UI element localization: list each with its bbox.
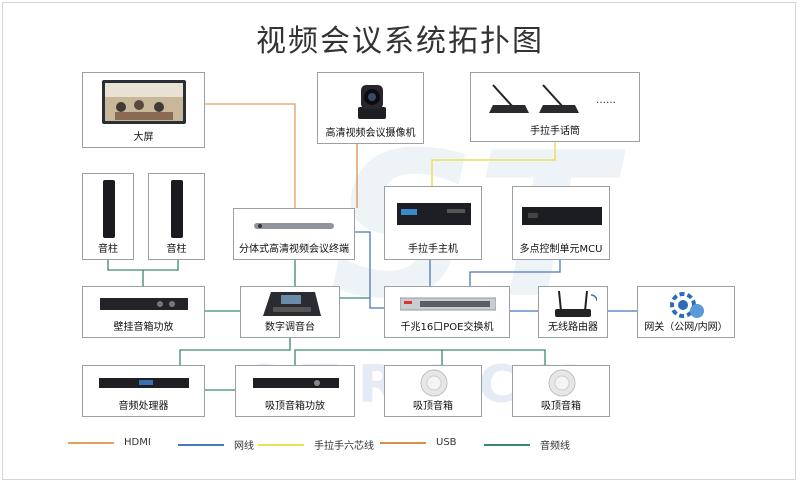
device-label: 吸顶音箱: [541, 401, 581, 412]
audio-amp-speakers: [294, 349, 546, 365]
net-terminal-poe: [355, 231, 384, 309]
legend-label: 音频线: [540, 441, 570, 452]
legend-swatch: [68, 441, 114, 444]
device-ceiling-speaker-2: 吸顶音箱: [512, 365, 610, 417]
mixing-console-icon: [263, 292, 321, 316]
device-poe-switch: 千兆16口POE交换机: [384, 286, 510, 338]
legend-item-audio: 音频线: [484, 437, 570, 452]
device-audio-processor: 音频处理器: [82, 365, 205, 417]
device-label: 音频处理器: [118, 401, 169, 412]
ceiling-speaker-icon: [420, 369, 448, 397]
device-gateway: 网关（公网/内网）: [637, 286, 735, 338]
legend-label: 手拉手六芯线: [314, 441, 374, 452]
gateway-gear-globe-icon: [670, 292, 704, 318]
router-icon: [555, 290, 597, 317]
network-switch-icon: [400, 297, 496, 311]
legend-swatch: [484, 443, 530, 446]
legend-item-mic-cable: 手拉手六芯线: [258, 437, 374, 452]
legend-label: HDMI: [124, 437, 151, 448]
gooseneck-mic-icon: [489, 84, 579, 113]
device-large-screen: 大屏: [82, 72, 205, 148]
mcu-server-icon: [522, 207, 602, 225]
audio-mixer-bus: [179, 338, 291, 365]
device-terminal: 分体式高清视频会议终端: [233, 208, 355, 260]
device-label: 音柱: [98, 244, 118, 255]
column-speaker-icon: [171, 180, 183, 238]
device-label: 网关（公网/内网）: [644, 322, 728, 333]
amplifier-icon: [253, 378, 339, 388]
device-digital-mixer: 数字调音台: [240, 286, 340, 338]
device-label: 手拉手主机: [408, 244, 458, 255]
device-label: 吸顶音箱: [413, 401, 453, 412]
device-column-speaker-1: 音柱: [82, 173, 134, 260]
legend-label: USB: [436, 437, 457, 448]
device-label: 吸顶音箱功放: [265, 401, 325, 412]
device-camera: 高清视频会议摄像机: [317, 72, 424, 144]
legend-item-hdmi: HDMI: [68, 437, 151, 448]
device-label: 数字调音台: [265, 322, 315, 333]
device-microphones: …… 手拉手话筒: [470, 72, 640, 142]
column-speaker-icon: [103, 180, 115, 238]
device-wall-amplifier: 壁挂音箱功放: [82, 286, 205, 338]
legend-swatch: [380, 441, 426, 444]
net-mcu-poe: [469, 260, 561, 286]
legend-item-usb: USB: [380, 437, 457, 448]
device-ceiling-amplifier: 吸顶音箱功放: [235, 365, 355, 417]
device-label: 分体式高清视频会议终端: [239, 244, 349, 255]
device-ceiling-speaker-1: 吸顶音箱: [384, 365, 482, 417]
legend-swatch: [178, 443, 224, 446]
device-column-speaker-2: 音柱: [148, 173, 205, 260]
rack-unit-icon: [397, 203, 471, 225]
device-wireless-router: 无线路由器: [538, 286, 608, 338]
line-legend: HDMI 网线 手拉手六芯线 USB 音频线: [0, 437, 800, 457]
device-mic-host: 手拉手主机: [384, 186, 482, 260]
audio-processor-icon: [99, 378, 189, 388]
codec-bar-icon: [254, 223, 334, 229]
ptz-camera-icon: [358, 85, 386, 119]
device-label: 壁挂音箱功放: [113, 322, 174, 333]
device-label: 音柱: [166, 244, 187, 255]
ceiling-speaker-icon: [548, 369, 576, 397]
device-label: 高清视频会议摄像机: [325, 128, 416, 139]
hdmi-screen-terminal: [205, 103, 296, 208]
audio-columns-bus: [107, 260, 179, 271]
device-label: 大屏: [133, 132, 154, 143]
device-label: 手拉手话筒: [530, 126, 580, 137]
more-dots: ……: [596, 95, 616, 106]
diagram-title: 视频会议系统拓扑图: [256, 24, 544, 59]
device-label: 多点控制单元MCU: [519, 244, 603, 255]
legend-label: 网线: [234, 441, 254, 452]
device-mcu: 多点控制单元MCU: [512, 186, 610, 260]
device-label: 千兆16口POE交换机: [400, 322, 494, 333]
legend-item-network: 网线: [178, 437, 254, 452]
legend-swatch: [258, 443, 304, 446]
device-label: 无线路由器: [548, 322, 598, 333]
mic-cable: [431, 142, 556, 186]
amplifier-icon: [100, 298, 188, 310]
display-icon: [102, 80, 186, 124]
